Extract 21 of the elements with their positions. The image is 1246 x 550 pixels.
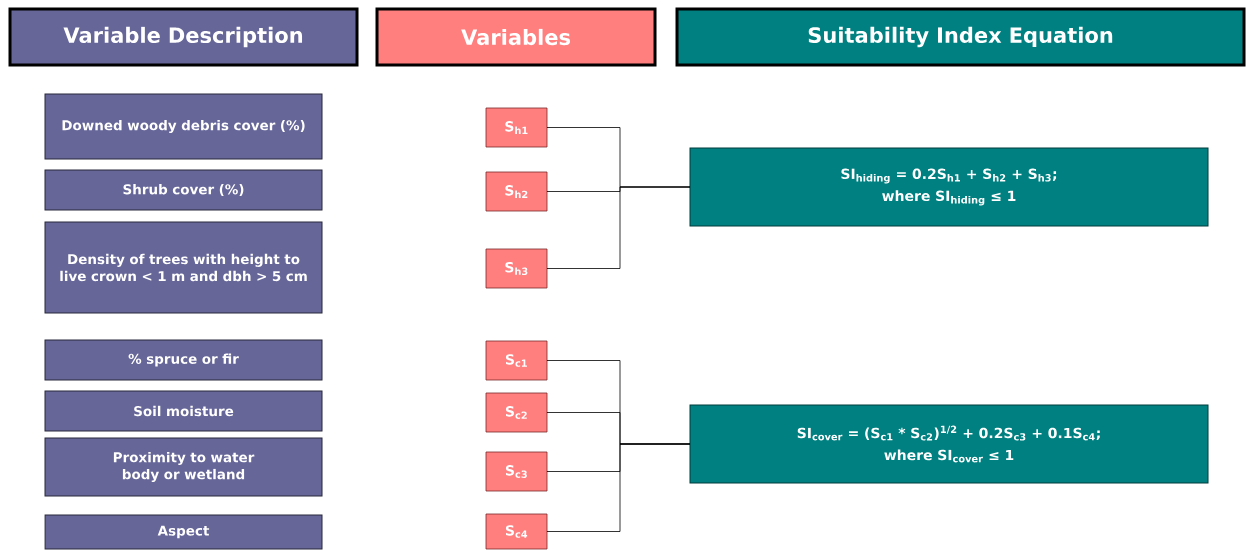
description-box: Aspect [44,514,323,550]
variable-box: S$_{c4}$ [485,513,548,550]
equation-box: SI$_{cover}$ = (S$_{c1}$ * S$_{c2}$)$^{1/2}$ + 0.2S$_{c3}$ + 0.1S$_{c4}$; where SI$_{cover}$ ≤ 1 [689,404,1209,484]
header-box: Suitability Index Equation [675,7,1246,67]
variable-box: S$_{c3}$ [485,451,548,492]
connector-line [546,443,691,532]
variable-box: S$_{h2}$ [485,171,548,212]
variable-box: S$_{c1}$ [485,340,548,381]
variable-box: S$_{h1}$ [485,107,548,148]
description-box: Downed woody debris cover (%) [44,93,323,160]
description-box: Density of trees with height to live crown < 1 m and dbh > 5 cm [44,221,323,314]
header-box: Variable Description [8,7,359,67]
variable-box: S$_{h3}$ [485,248,548,289]
description-box: Soil moisture [44,390,323,432]
equation-box: SI$_{hiding}$ = 0.2S$_{h1}$ + S$_{h2}$ + S$_{h3}$; where SI$_{hiding}$ ≤ 1 [689,147,1209,227]
variable-box: S$_{c2}$ [485,392,548,433]
connector-line [546,186,691,269]
description-box: Proximity to water body or wetland [44,437,323,497]
description-box: % spruce or fir [44,339,323,381]
description-box: Shrub cover (%) [44,169,323,211]
header-box: Variables [375,7,657,67]
